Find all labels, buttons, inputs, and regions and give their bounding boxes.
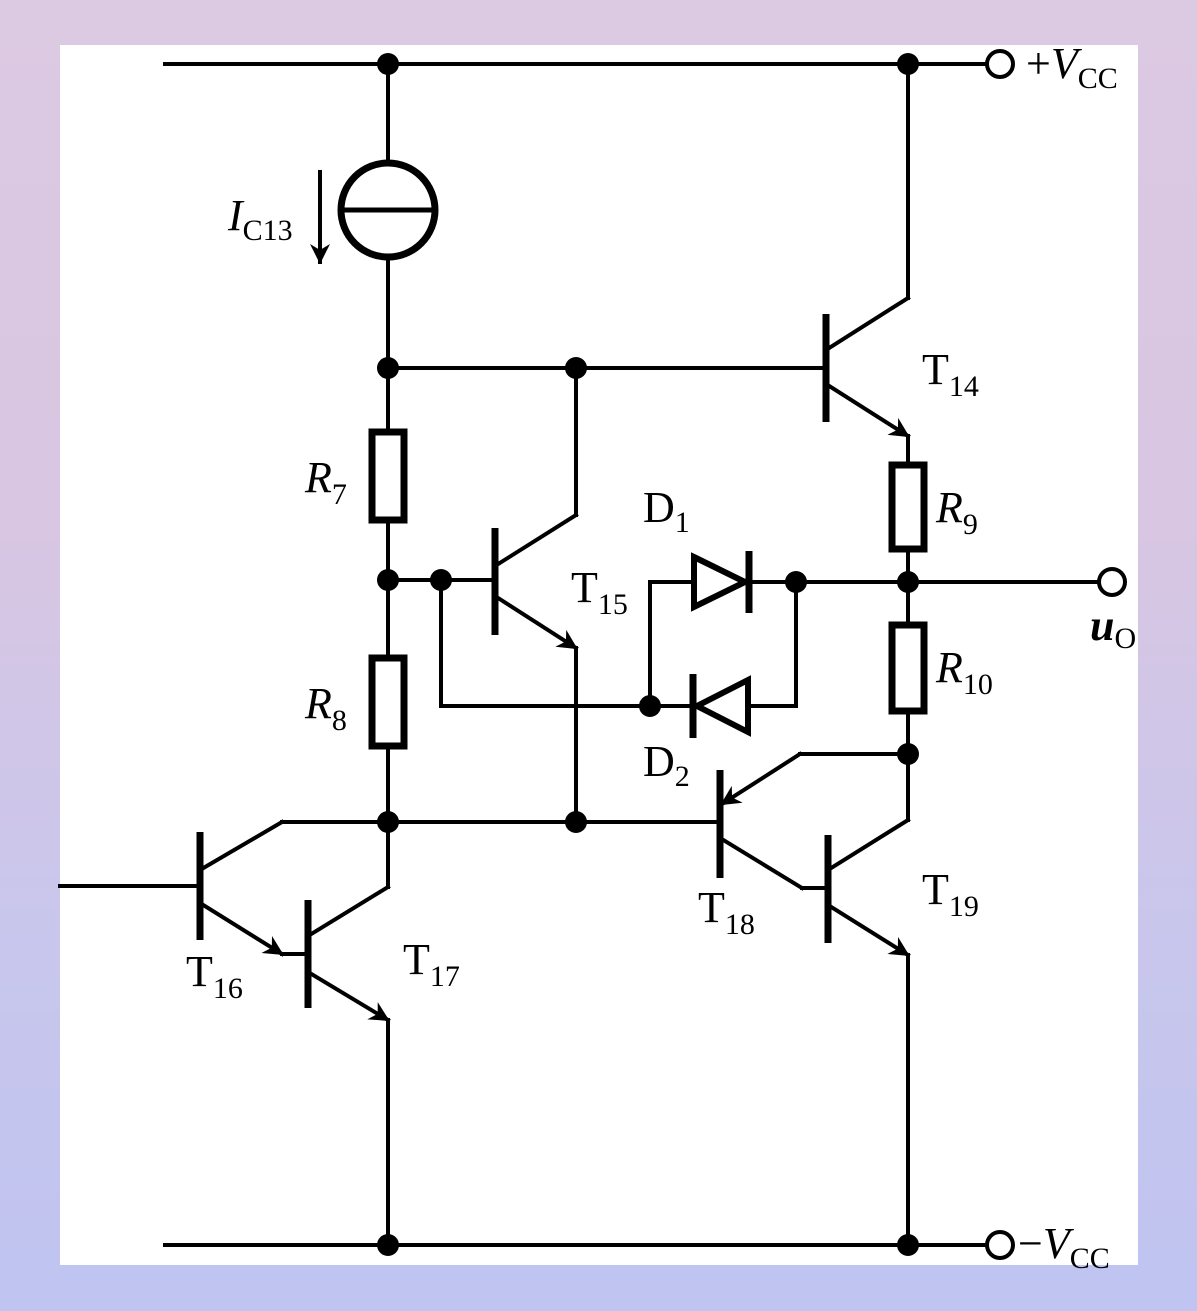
label-d1: D1 bbox=[643, 483, 690, 539]
transistor-t19 bbox=[824, 817, 911, 1247]
label-vcc-pos: +VCC bbox=[1026, 39, 1118, 95]
diode-d1 bbox=[691, 551, 753, 613]
label-t15: T15 bbox=[571, 563, 628, 621]
label-vcc-neg: −VCC bbox=[1018, 1219, 1110, 1275]
label-r9: R9 bbox=[935, 483, 978, 541]
transistor-t16 bbox=[58, 819, 310, 957]
diode-loop-wiring bbox=[439, 578, 1100, 708]
resistor-r8 bbox=[368, 654, 408, 750]
label-ic13: IC13 bbox=[227, 191, 293, 247]
label-t17: T17 bbox=[403, 935, 460, 993]
resistor-r9 bbox=[888, 461, 928, 553]
resistor-r10 bbox=[888, 621, 928, 715]
transistor-t14 bbox=[822, 62, 911, 467]
label-r7: R7 bbox=[304, 453, 347, 511]
label-t18: T18 bbox=[698, 883, 755, 941]
label-t14: T14 bbox=[922, 345, 979, 403]
transistor-t15 bbox=[386, 366, 579, 824]
label-r8: R8 bbox=[304, 679, 347, 737]
vcc-neg-terminal bbox=[985, 1230, 1015, 1260]
diagram-panel bbox=[60, 45, 1138, 1265]
resistor-r7 bbox=[368, 428, 408, 524]
transistor-t18 bbox=[716, 751, 910, 891]
output-terminal bbox=[1097, 567, 1127, 597]
label-r10: R10 bbox=[935, 643, 993, 701]
current-source-ic13 bbox=[310, 159, 439, 264]
label-uo: uO bbox=[1090, 601, 1136, 655]
transistor-t17 bbox=[304, 884, 391, 1023]
label-t19: T19 bbox=[922, 865, 979, 923]
vcc-pos-terminal bbox=[985, 49, 1015, 79]
label-d2: D2 bbox=[643, 737, 690, 793]
label-t16: T16 bbox=[186, 947, 243, 1005]
diode-d2 bbox=[689, 674, 751, 738]
